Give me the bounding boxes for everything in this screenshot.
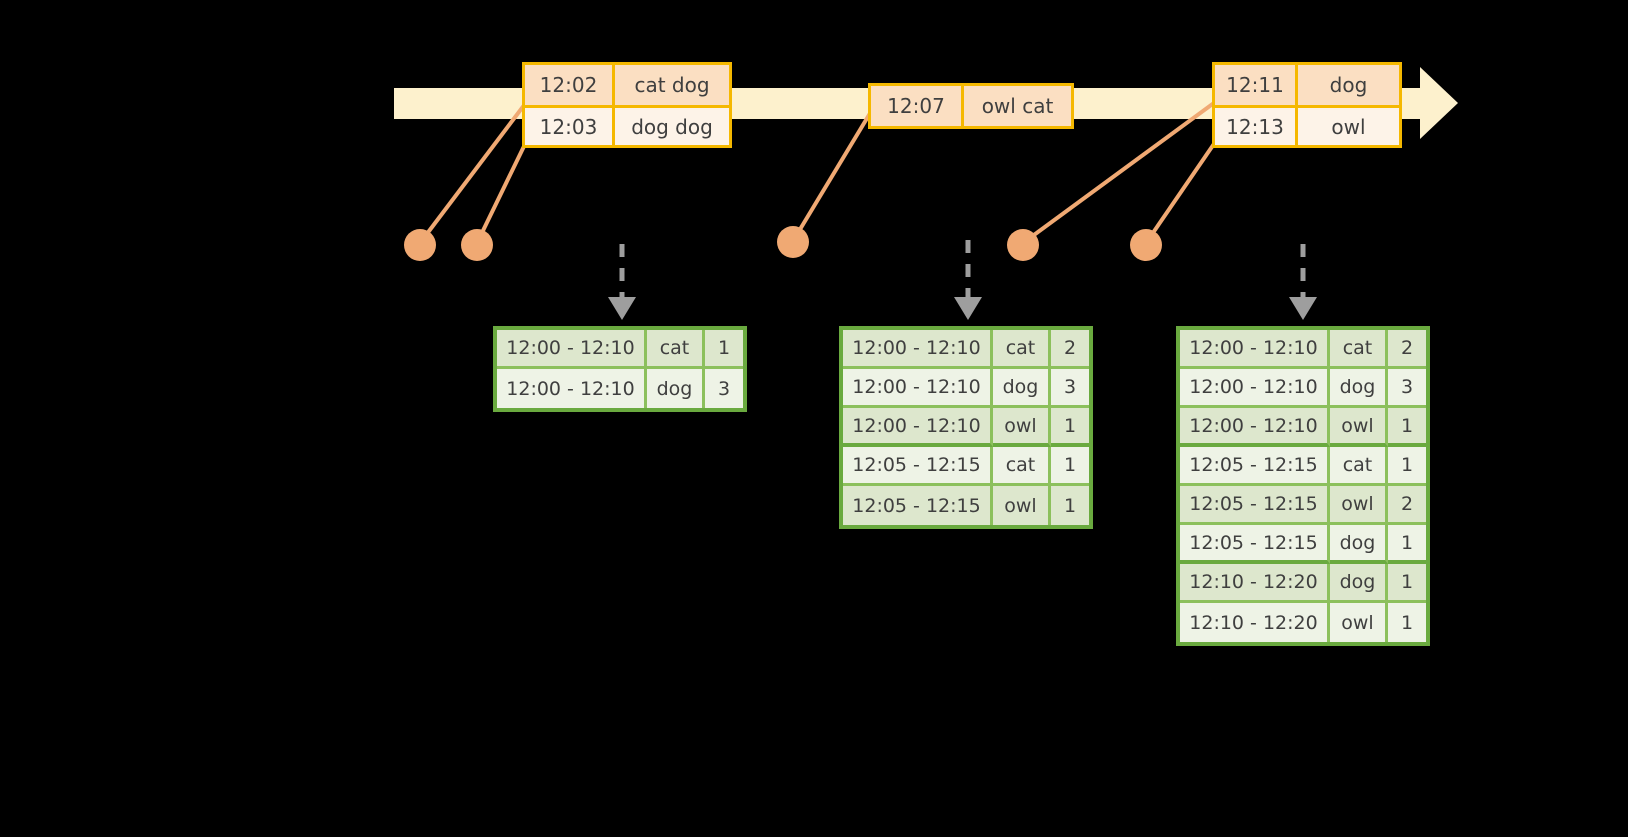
event-row: 12:02 cat dog bbox=[525, 65, 729, 105]
event-time: 12:03 bbox=[539, 114, 598, 139]
event-box-3[interactable]: 12:11 dog 12:13 owl bbox=[1212, 62, 1402, 148]
window-cell: 12:05 - 12:15 bbox=[1180, 525, 1330, 564]
count-cell: 1 bbox=[1051, 447, 1089, 486]
count-cell: 1 bbox=[1400, 611, 1414, 634]
dashed-arrow-2-head bbox=[954, 297, 982, 320]
window-cell: 12:00 - 12:10 bbox=[1180, 408, 1330, 447]
event-words: dog dog bbox=[612, 108, 729, 145]
count-cell: 3 bbox=[1388, 369, 1426, 408]
window-cell: 12:00 - 12:10 bbox=[843, 330, 993, 369]
event-row: 12:07 owl cat bbox=[871, 86, 1071, 126]
dashed-arrow-3-head bbox=[1289, 297, 1317, 320]
window-cell: 12:00 - 12:10 bbox=[1180, 369, 1330, 408]
count-cell: 2 bbox=[1388, 330, 1426, 369]
connector-12-02-dot bbox=[404, 229, 436, 261]
window-cell: 12:05 - 12:15 bbox=[843, 486, 993, 525]
connector-12-02-line bbox=[418, 98, 530, 245]
arrow-right-icon bbox=[1420, 67, 1458, 139]
count-cell: 1 bbox=[705, 330, 743, 369]
window-cell: 12:05 - 12:15 bbox=[843, 447, 993, 486]
count-cell: 2 bbox=[1051, 330, 1089, 369]
event-row: 12:13 owl bbox=[1215, 105, 1399, 145]
event-words: owl bbox=[1295, 108, 1399, 145]
event-time: 12:11 bbox=[1226, 73, 1284, 97]
word-cell: owl bbox=[993, 408, 1051, 447]
word-cell: dog bbox=[993, 369, 1051, 408]
count-cell: 1 bbox=[1388, 408, 1426, 447]
connector-12-13-dot bbox=[1130, 229, 1162, 261]
word-cell: cat bbox=[1330, 447, 1388, 486]
count-cell: 1 bbox=[1063, 494, 1077, 517]
count-cell: 3 bbox=[717, 377, 731, 400]
word-cell: cat bbox=[993, 330, 1051, 369]
window-cell: 12:00 - 12:10 bbox=[843, 408, 993, 447]
connector-12-03-dot bbox=[461, 229, 493, 261]
word-cell: cat bbox=[993, 447, 1051, 486]
word-cell: cat bbox=[647, 330, 705, 369]
count-cell: 1 bbox=[1051, 408, 1089, 447]
count-cell: 1 bbox=[1388, 564, 1426, 603]
window-cell: 12:00 - 12:10 bbox=[497, 330, 647, 369]
count-cell: 1 bbox=[1388, 447, 1426, 486]
word-cell: cat bbox=[1330, 330, 1388, 369]
event-words: owl cat bbox=[961, 86, 1071, 126]
dashed-arrow-1-head bbox=[608, 297, 636, 320]
connector-12-13-line bbox=[1144, 136, 1220, 245]
event-words: cat dog bbox=[612, 65, 729, 105]
connector-12-03-line bbox=[475, 137, 530, 244]
word-cell: dog bbox=[1330, 564, 1388, 603]
event-time: 12:07 bbox=[887, 94, 945, 118]
event-row: 12:03 dog dog bbox=[525, 105, 729, 145]
word-cell: owl bbox=[1330, 603, 1388, 642]
event-box-1[interactable]: 12:02 cat dog 12:03 dog dog bbox=[522, 62, 732, 148]
window-cell: 12:10 - 12:20 bbox=[1180, 564, 1330, 603]
connector-12-07-line bbox=[791, 108, 874, 243]
window-cell: 12:05 - 12:15 bbox=[1180, 447, 1330, 486]
count-cell: 2 bbox=[1388, 486, 1426, 525]
word-cell: owl bbox=[1330, 408, 1388, 447]
event-box-2[interactable]: 12:07 owl cat bbox=[868, 83, 1074, 129]
event-time: 12:13 bbox=[1226, 114, 1284, 139]
event-row: 12:11 dog bbox=[1215, 65, 1399, 105]
count-cell: 1 bbox=[1388, 525, 1426, 564]
count-cell: 3 bbox=[1051, 369, 1089, 408]
window-cell: 12:10 - 12:20 bbox=[1180, 603, 1330, 642]
connector-12-07-dot bbox=[777, 226, 809, 258]
word-cell: dog bbox=[1330, 525, 1388, 564]
word-cell: dog bbox=[647, 369, 705, 408]
event-words: dog bbox=[1295, 65, 1399, 105]
window-cell: 12:00 - 12:10 bbox=[497, 369, 647, 408]
window-cell: 12:05 - 12:15 bbox=[1180, 486, 1330, 525]
window-cell: 12:00 - 12:10 bbox=[843, 369, 993, 408]
word-cell: dog bbox=[1330, 369, 1388, 408]
event-time: 12:02 bbox=[539, 73, 598, 97]
window-cell: 12:00 - 12:10 bbox=[1180, 330, 1330, 369]
word-cell: owl bbox=[1330, 486, 1388, 525]
word-cell: owl bbox=[993, 486, 1051, 525]
connector-12-11-dot bbox=[1007, 229, 1039, 261]
